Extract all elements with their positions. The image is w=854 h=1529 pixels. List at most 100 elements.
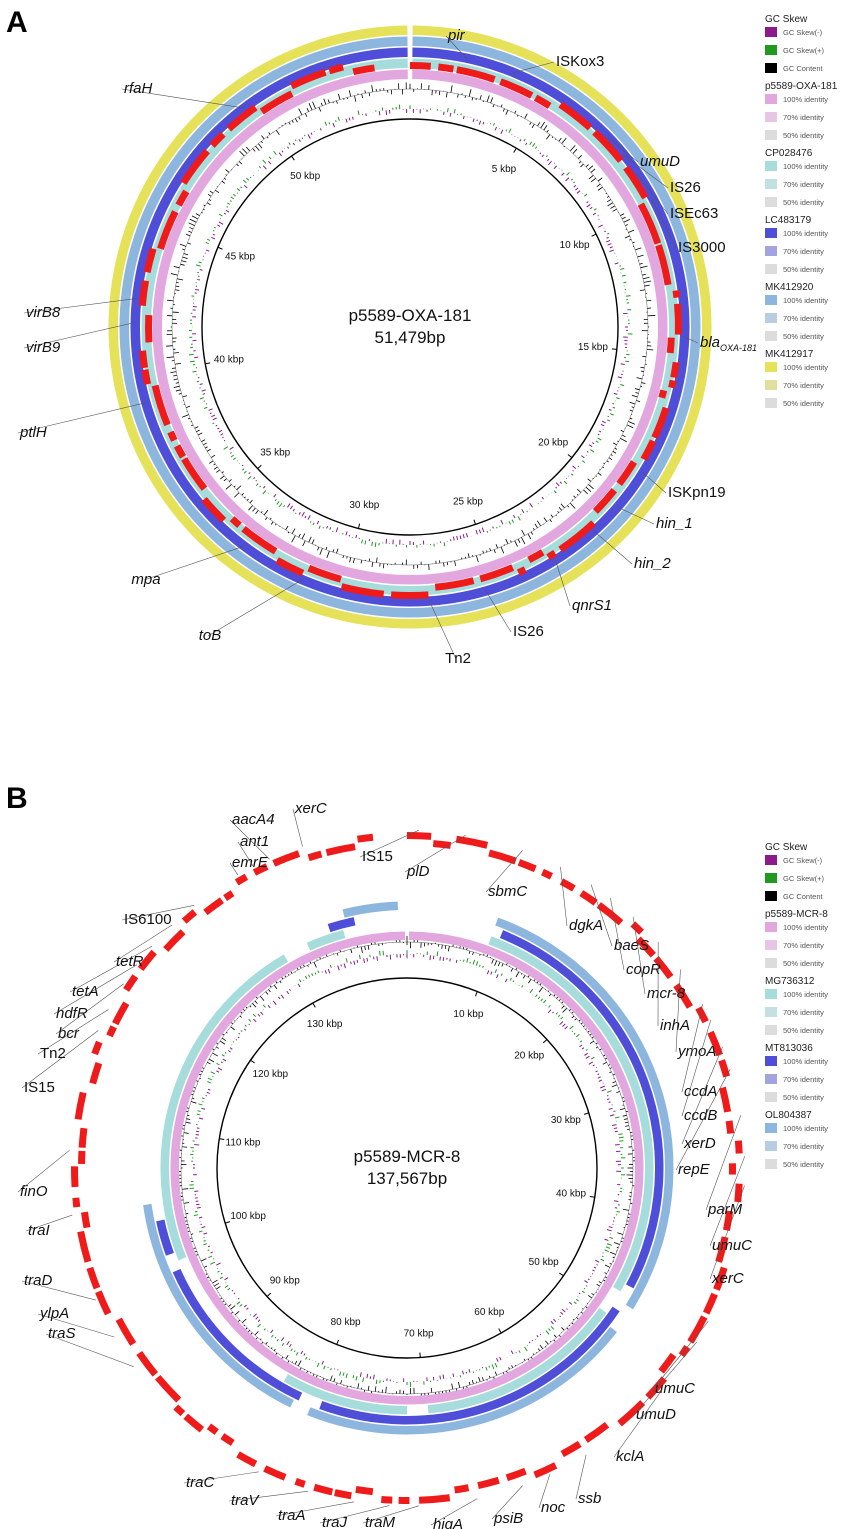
label-leader <box>362 1505 419 1524</box>
label-leader <box>207 578 304 637</box>
gene-label: dgkA <box>569 917 603 934</box>
cds-block <box>674 303 682 335</box>
tick-mark <box>291 155 295 161</box>
cds-block <box>180 148 210 185</box>
legend-label: 100% identity <box>783 990 828 999</box>
cds-block <box>477 1476 500 1490</box>
cds-block <box>209 131 226 148</box>
cds-block <box>558 101 593 131</box>
gene-label: rfaH <box>124 80 153 97</box>
cds-block <box>143 247 157 273</box>
label-leader <box>275 1501 355 1517</box>
tick-label: 20 kbp <box>538 438 568 449</box>
gene-label: finO <box>20 1183 48 1200</box>
panel-letter: B <box>6 782 28 815</box>
cds-block <box>272 850 301 867</box>
label-leader <box>37 1009 109 1055</box>
cds-track <box>138 62 682 599</box>
gene-label: IS15 <box>24 1079 55 1096</box>
tick-label: 80 kbp <box>331 1317 361 1328</box>
gene-label: plD <box>406 863 430 880</box>
label-leader <box>55 983 124 1035</box>
label-leader <box>709 1185 745 1280</box>
label-leader <box>675 969 681 1053</box>
tick-label: 50 kbp <box>290 171 320 182</box>
legend-swatch <box>765 873 777 883</box>
legend-label: 100% identity <box>783 296 828 305</box>
legend-swatch <box>765 1074 777 1084</box>
gene-label: IS26 <box>670 179 701 196</box>
legend-swatch <box>765 313 777 323</box>
cds-block <box>141 369 152 385</box>
tick-label: 130 kbp <box>307 1019 343 1030</box>
label-leader <box>430 1498 478 1526</box>
legend-label: 70% identity <box>783 314 824 323</box>
cds-block <box>325 843 356 857</box>
tick-label: 35 kbp <box>260 447 290 458</box>
legend-title: LC483179 <box>765 215 812 226</box>
label-leader <box>23 321 137 349</box>
legend-label: 70% identity <box>783 1008 824 1017</box>
cds-block <box>154 1375 182 1403</box>
cds-block <box>259 90 294 115</box>
cds-block <box>456 66 496 83</box>
legend-swatch <box>765 27 777 37</box>
legend-label: GC Content <box>783 64 824 73</box>
gene-label: traS <box>48 1325 76 1342</box>
cds-block <box>201 497 227 523</box>
legend-label: 100% identity <box>783 95 828 104</box>
tick-mark <box>266 1292 272 1297</box>
label-leader <box>485 590 512 633</box>
legend-label: GC Skew(+) <box>783 874 825 883</box>
gene-label: noc <box>541 1499 566 1516</box>
cds-block <box>540 868 554 880</box>
cds-block <box>263 1465 287 1481</box>
label-leader <box>113 924 173 963</box>
legend-title: OL804387 <box>765 1110 812 1121</box>
tick-label: 40 kbp <box>214 355 244 366</box>
gene-label: kclA <box>616 1448 644 1465</box>
label-leader <box>632 916 646 995</box>
cds-block <box>666 337 675 354</box>
tick-label: 40 kbp <box>556 1189 586 1200</box>
tick-label: 5 kbp <box>492 164 517 175</box>
gene-label: traI <box>28 1222 50 1239</box>
gene-label: inhA <box>660 1017 690 1034</box>
gene-label: qnrS1 <box>572 597 612 614</box>
cds-block <box>687 1315 708 1344</box>
label-leader <box>681 1004 703 1093</box>
gene-label: traA <box>278 1507 306 1524</box>
label-leader <box>237 841 254 867</box>
gene-label: ant1 <box>240 833 269 850</box>
cds-block <box>437 63 454 73</box>
legend-swatch <box>765 1123 777 1133</box>
cds-block <box>139 350 149 369</box>
label-leader <box>683 336 699 344</box>
gene-label: IS26 <box>513 623 544 640</box>
identity-ring <box>130 47 690 607</box>
legend-label: 100% identity <box>783 229 828 238</box>
cds-block <box>340 583 385 598</box>
gene-label: Tn2 <box>40 1045 66 1062</box>
legend-swatch <box>765 958 777 968</box>
gene-label: IS3000 <box>678 239 726 256</box>
legend-title: CP028476 <box>765 148 813 159</box>
gene-label: ptlH <box>19 424 47 441</box>
gene-label: toB <box>199 627 222 644</box>
label-leader <box>183 1471 259 1484</box>
tick-mark <box>498 1328 502 1334</box>
legend-label: GC Skew(-) <box>783 28 823 37</box>
label-leader <box>17 1150 70 1193</box>
gene-label: parM <box>707 1201 743 1218</box>
legend-swatch <box>765 246 777 256</box>
cds-block <box>77 1230 92 1263</box>
gene-label: IS15 <box>362 848 393 865</box>
cds-block <box>78 1150 86 1165</box>
tick-mark <box>567 454 573 459</box>
cds-block <box>670 361 680 379</box>
gene-label: ymoA <box>677 1043 716 1060</box>
legend-swatch <box>765 362 777 372</box>
gc-skew-track <box>188 104 633 548</box>
label-leader <box>121 905 195 921</box>
